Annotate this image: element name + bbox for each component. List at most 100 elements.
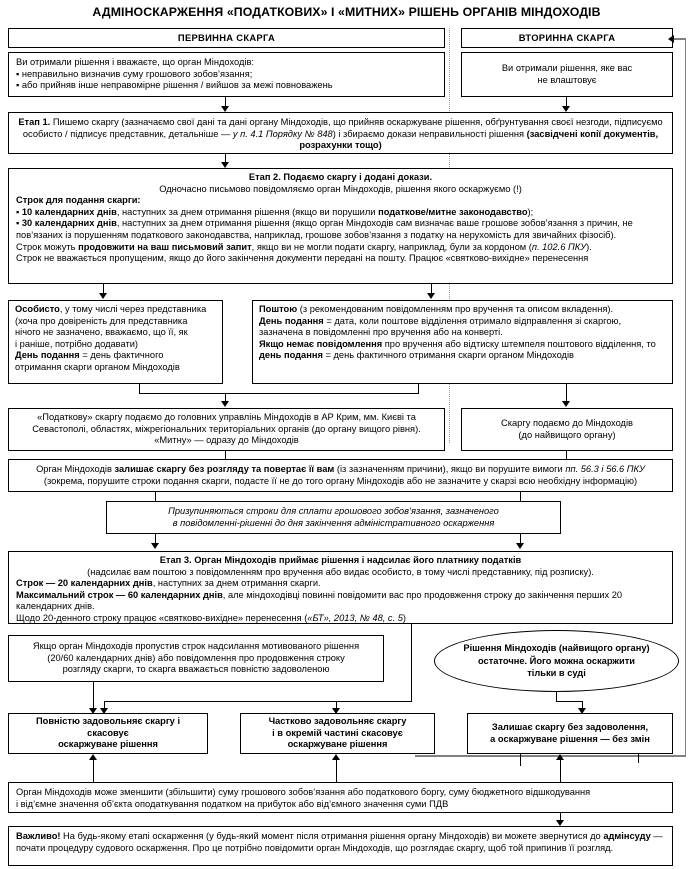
postal-bold1: Поштою bbox=[259, 304, 298, 314]
important-text-a: На будь-якому етапі оскарження (у будь-я… bbox=[60, 831, 604, 841]
stage2-p3-b: , якщо ви не могли подати скаргу, наприк… bbox=[251, 241, 532, 252]
stage2-b1-rest: , наступних за днем отримання рішення (я… bbox=[116, 206, 379, 217]
personal-rest2: = день фактичного bbox=[79, 350, 164, 361]
leave-a: Орган Міндоходів bbox=[36, 464, 115, 474]
missed-line3: розгляду скарги, то скарга вважається по… bbox=[62, 664, 330, 675]
arrowhead-suspend-right-to-stage3 bbox=[516, 543, 524, 549]
final-decision-ellipse: Рішення Міндоходів (найвищого органу) ос… bbox=[434, 630, 679, 692]
result-none-line2: а оскаржуване рішення — без змін bbox=[490, 733, 650, 744]
tax-line2: Севастополі, областях, міжрегіональних т… bbox=[32, 423, 421, 434]
adjust-line1: Орган Міндоходів може зменшити (збільшит… bbox=[16, 787, 591, 797]
connector-stage3-trunk bbox=[411, 624, 413, 702]
arrowhead-adjust-to-full bbox=[89, 754, 97, 760]
stage2-p3-italic: п. 102.6 ПКУ bbox=[531, 241, 587, 252]
connector-adjust-to-full bbox=[93, 760, 95, 782]
leave-line2: (зокрема, порушите строки подання скарги… bbox=[43, 475, 638, 486]
stage3-b2-bold: Максимальний строк — 60 календарних днів bbox=[16, 589, 223, 600]
secondary-intro-line2: не влаштовує bbox=[537, 74, 597, 85]
stage3-term-20days: Строк — 20 календарних днів, наступних з… bbox=[16, 578, 665, 590]
connector-ellipse-to-reject bbox=[582, 701, 584, 712]
stage1-text-b: ) і збираємо докази неправильності рішен… bbox=[332, 128, 527, 139]
connector-leave-right-down bbox=[520, 492, 522, 501]
postal-rest4: = день фактичного отримання скарги орган… bbox=[322, 350, 574, 361]
arrowhead-stage1-to-stage2 bbox=[221, 162, 229, 168]
postal-rest2: = дата, коли поштове відділення отримало… bbox=[259, 315, 622, 338]
connector-primary-to-stage1 bbox=[225, 97, 227, 108]
suspend-line1: Призупиняються строки для сплати грошово… bbox=[168, 505, 499, 516]
arrowhead-adjust-to-important bbox=[556, 820, 564, 826]
result-part-line1: Частково задовольняє скаргу bbox=[268, 716, 407, 727]
missed-deadline-box: Якщо орган Міндоходів пропустив строк на… bbox=[8, 635, 384, 682]
return-loop-vertical bbox=[684, 38, 686, 756]
connector-suspend-left-to-stage3 bbox=[155, 534, 157, 546]
stage1-box: Етап 1. Пишемо скаргу (зазначаємо свої д… bbox=[8, 112, 673, 154]
connector-suspend-right-to-stage3 bbox=[520, 534, 522, 546]
stage1-text-a: Пишемо скаргу (зазначаємо свої дані та д… bbox=[22, 117, 663, 139]
final-line1: Рішення Міндоходів (найвищого органу) bbox=[463, 643, 650, 654]
stage2-title: Етап 2. Подаємо скаргу і додані докази. bbox=[248, 172, 433, 182]
connector-bar-to-full bbox=[104, 701, 106, 712]
stage2-b1-bold: ▪ 10 календарних днів bbox=[16, 206, 117, 217]
stage2-b1-tail: ); bbox=[527, 206, 534, 217]
connector-missed-down bbox=[93, 682, 95, 711]
secondary-intro-line1: Ви отримали рішення, яке вас bbox=[501, 62, 633, 73]
leave-bold: залишає скаргу без розгляду та повертає … bbox=[114, 464, 335, 474]
submission-personal-box: Особисто, у тому числі через представник… bbox=[8, 300, 223, 384]
missed-line1: Якщо орган Міндоходів пропустив строк на… bbox=[32, 641, 360, 652]
postal-line1: Поштою (з рекомендованим повідомленням п… bbox=[259, 304, 666, 316]
stage3-b1-rest: , наступних за днем отримання скарги. bbox=[152, 578, 321, 589]
connector-adjust-to-important bbox=[560, 813, 562, 824]
result-none-line1: Залишає скаргу без задоволення, bbox=[491, 721, 649, 732]
outcome-partial-satisfaction-box: Частково задовольняє скаргу і в окремій … bbox=[240, 713, 435, 754]
amount-adjustment-box: Орган Міндоходів може зменшити (збільшит… bbox=[8, 782, 673, 813]
postal-bold4: день подання bbox=[259, 350, 323, 361]
personal-line4: і раніше, потрібно додавати) bbox=[15, 338, 139, 349]
primary-intro-bullet2: ▪ або прийняв інше неправомірне рішення … bbox=[16, 80, 333, 91]
tax-line1: «Податкову» скаргу подаємо до головних у… bbox=[37, 412, 416, 423]
stage1-label: Етап 1. bbox=[18, 117, 51, 127]
stage2-term-heading: Строк для подання скарги: bbox=[16, 195, 141, 206]
stage2-b1-bold2: податкове/митне законодавство bbox=[378, 206, 528, 217]
connector-adjust-to-reject bbox=[560, 760, 562, 782]
connector-highest-to-leave bbox=[566, 451, 568, 459]
stage3-title: Етап 3. Орган Міндоходів приймає рішення… bbox=[159, 555, 522, 565]
arrowhead-stage2-to-postal bbox=[427, 293, 435, 299]
arrowhead-primary-to-stage1 bbox=[221, 106, 229, 112]
connector-stage1-to-stage2 bbox=[225, 154, 227, 164]
page-title: АДМІНОСКАРЖЕННЯ «ПОДАТКОВИХ» І «МИТНИХ» … bbox=[92, 5, 601, 19]
postal-rest3: про вручення або відтиску штемпеля пошто… bbox=[382, 338, 656, 349]
arrowhead-adjust-to-partial bbox=[332, 754, 340, 760]
final-line3: тільки в суді bbox=[527, 668, 586, 679]
personal-bold1: Особисто bbox=[15, 304, 60, 314]
result-part-line2: і в окремій частині скасовує bbox=[272, 727, 403, 738]
connector-postal-elbow bbox=[226, 393, 419, 395]
stage2-bullet-30days: ▪ 30 календарних днів, наступних за днем… bbox=[16, 218, 665, 241]
stage3-b1-bold: Строк — 20 календарних днів bbox=[16, 578, 153, 589]
connector-ellipse-down bbox=[556, 692, 558, 702]
leave-b: (із зазначенням причини), якщо ви поруши… bbox=[334, 464, 566, 474]
stage3-b3-italic: «БТ», 2013, № 48, с. 5 bbox=[307, 612, 403, 623]
personal-line3: нічого не зазначено, вважаємо, що її, як bbox=[15, 327, 188, 338]
personal-line2: (хоча про довіреність для представника bbox=[15, 315, 188, 326]
connector-secondary-to-stage1 bbox=[566, 97, 568, 108]
return-loop-top-horizontal bbox=[674, 38, 685, 40]
connector-stage2-to-personal bbox=[103, 284, 105, 295]
stage2-b2-bold: ▪ 30 календарних днів bbox=[16, 218, 117, 229]
personal-line5: День подання = день фактичного bbox=[15, 350, 216, 362]
stage2-p3-c: ). bbox=[586, 241, 592, 252]
stage2-extension-note: Строк можуть продовжити на ваш письмовий… bbox=[16, 242, 665, 254]
postal-line3: Якщо немає повідомлення про вручення або… bbox=[259, 339, 666, 362]
arrowhead-ellipse-to-reject bbox=[578, 708, 586, 714]
header-primary-label: ПЕРВИННА СКАРГА bbox=[177, 32, 276, 44]
connector-adjust-to-partial bbox=[336, 760, 338, 782]
stage1-text-tail: (засвідчені копії документів, розрахунки… bbox=[299, 128, 659, 151]
highest-line2: (до найвищого органу) bbox=[518, 429, 616, 440]
connector-postal-down bbox=[418, 384, 420, 394]
stage3-subtitle: (надсилає вам поштою з повідомленням про… bbox=[87, 566, 594, 577]
postal-bold2: День подання bbox=[259, 315, 324, 326]
postal-rest1: (з рекомендованим повідомленням про вруч… bbox=[297, 304, 614, 314]
connector-rejection-to-loop bbox=[520, 754, 522, 766]
header-secondary-label: ВТОРИННА СКАРГА bbox=[518, 32, 616, 44]
connector-personal-down bbox=[139, 384, 141, 394]
